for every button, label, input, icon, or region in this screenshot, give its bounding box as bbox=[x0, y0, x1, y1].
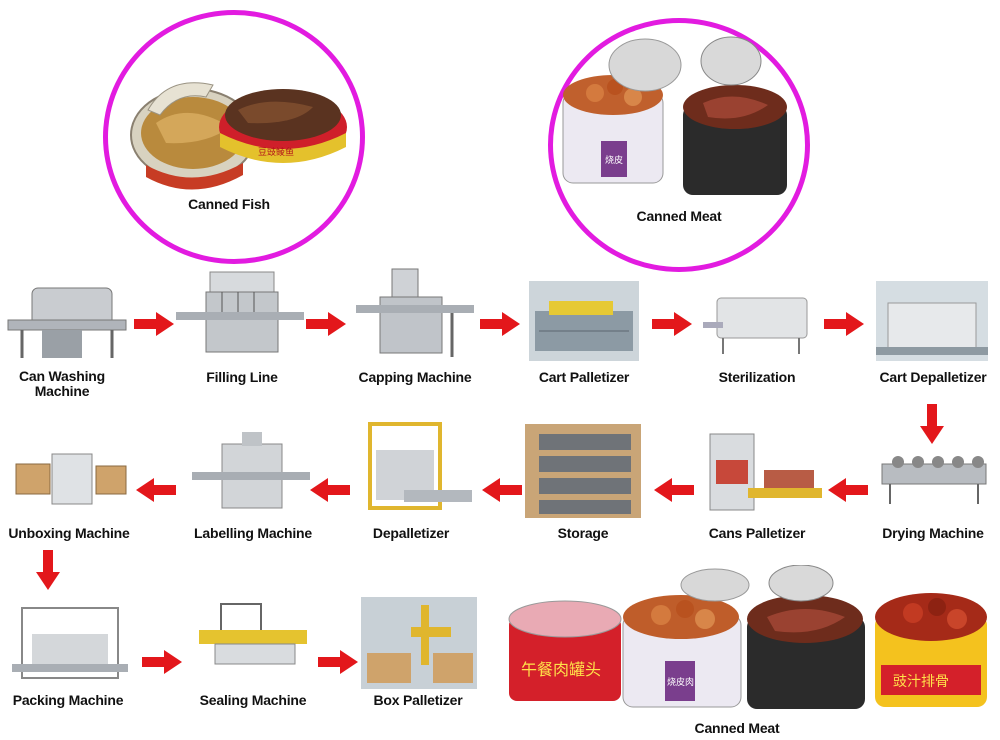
storage-image bbox=[525, 424, 641, 518]
canned-meat-circle: 烧皮 Canned Meat bbox=[548, 18, 810, 272]
arrow-right-1 bbox=[134, 312, 174, 336]
arrow-left-5 bbox=[136, 478, 176, 502]
step-label-sterilization: Sterilization bbox=[718, 369, 796, 385]
arrow-right-2 bbox=[306, 312, 346, 336]
step-label-capping: Capping Machine bbox=[358, 369, 472, 385]
step-label-storage: Storage bbox=[557, 525, 609, 541]
step-label-depalletizer: Depalletizer bbox=[372, 525, 450, 541]
step-label-box-palletizer: Box Palletizer bbox=[373, 692, 463, 708]
sealing-machine-image bbox=[195, 600, 311, 672]
arrow-right-5 bbox=[824, 312, 864, 336]
arrow-left-3 bbox=[482, 478, 522, 502]
packing-machine-image bbox=[12, 604, 128, 692]
box-palletizer-image bbox=[361, 597, 477, 689]
canned-fish-label: Canned Fish bbox=[188, 196, 270, 212]
arrow-down-1 bbox=[920, 404, 944, 444]
cart-depalletizer-image bbox=[876, 281, 988, 361]
ribs-can-text: 豉汁排骨 bbox=[893, 674, 949, 690]
step-label-cans-palletizer: Cans Palletizer bbox=[708, 525, 806, 541]
step-label-unboxing: Unboxing Machine bbox=[8, 525, 130, 541]
capping-machine-image bbox=[356, 265, 474, 365]
canned-fish-image: 豆豉鲮鱼 bbox=[130, 82, 347, 190]
step-label-packing: Packing Machine bbox=[12, 692, 124, 708]
canned-fish-circle: 豆豉鲮鱼 Canned Fish bbox=[103, 10, 365, 264]
unboxing-machine-image bbox=[12, 444, 130, 514]
labelling-machine-image bbox=[192, 428, 310, 518]
arrow-right-6 bbox=[142, 650, 182, 674]
sterilization-image bbox=[703, 292, 813, 358]
step-label-can-washing: Can Washing Machine bbox=[19, 368, 105, 399]
arrow-left-4 bbox=[310, 478, 350, 502]
luncheon-can-text: 午餐肉罐头 bbox=[521, 660, 601, 679]
canned-meat-products-image: 午餐肉罐头 烧皮肉 豉汁排骨 bbox=[505, 565, 995, 715]
pork-can-text: 烧皮肉 bbox=[667, 676, 694, 688]
arrow-right-4 bbox=[652, 312, 692, 336]
step-label-labelling: Labelling Machine bbox=[194, 525, 312, 541]
step-label-filling-line: Filling Line bbox=[206, 369, 278, 385]
bottom-canned-meat-label: Canned Meat bbox=[694, 720, 780, 736]
canned-meat-image: 烧皮 bbox=[562, 36, 787, 195]
step-label-cart-depalletizer: Cart Depalletizer bbox=[879, 369, 987, 385]
arrow-left-1 bbox=[828, 478, 868, 502]
depalletizer-image bbox=[364, 420, 474, 520]
arrow-right-7 bbox=[318, 650, 358, 674]
can-washing-machine-image bbox=[2, 280, 130, 364]
canned-meat-label: Canned Meat bbox=[636, 208, 722, 224]
filling-line-image bbox=[176, 268, 304, 364]
drying-machine-image bbox=[878, 454, 990, 510]
arrow-right-3 bbox=[480, 312, 520, 336]
svg-text:烧皮: 烧皮 bbox=[605, 154, 623, 166]
step-label-sealing: Sealing Machine bbox=[199, 692, 307, 708]
cart-palletizer-image bbox=[529, 281, 639, 361]
cans-palletizer-image bbox=[704, 430, 822, 514]
step-label-drying: Drying Machine bbox=[882, 525, 984, 541]
svg-text:豆豉鲮鱼: 豆豉鲮鱼 bbox=[258, 146, 294, 158]
arrow-left-2 bbox=[654, 478, 694, 502]
arrow-down-2 bbox=[36, 550, 60, 590]
step-label-cart-palletizer: Cart Palletizer bbox=[538, 369, 630, 385]
